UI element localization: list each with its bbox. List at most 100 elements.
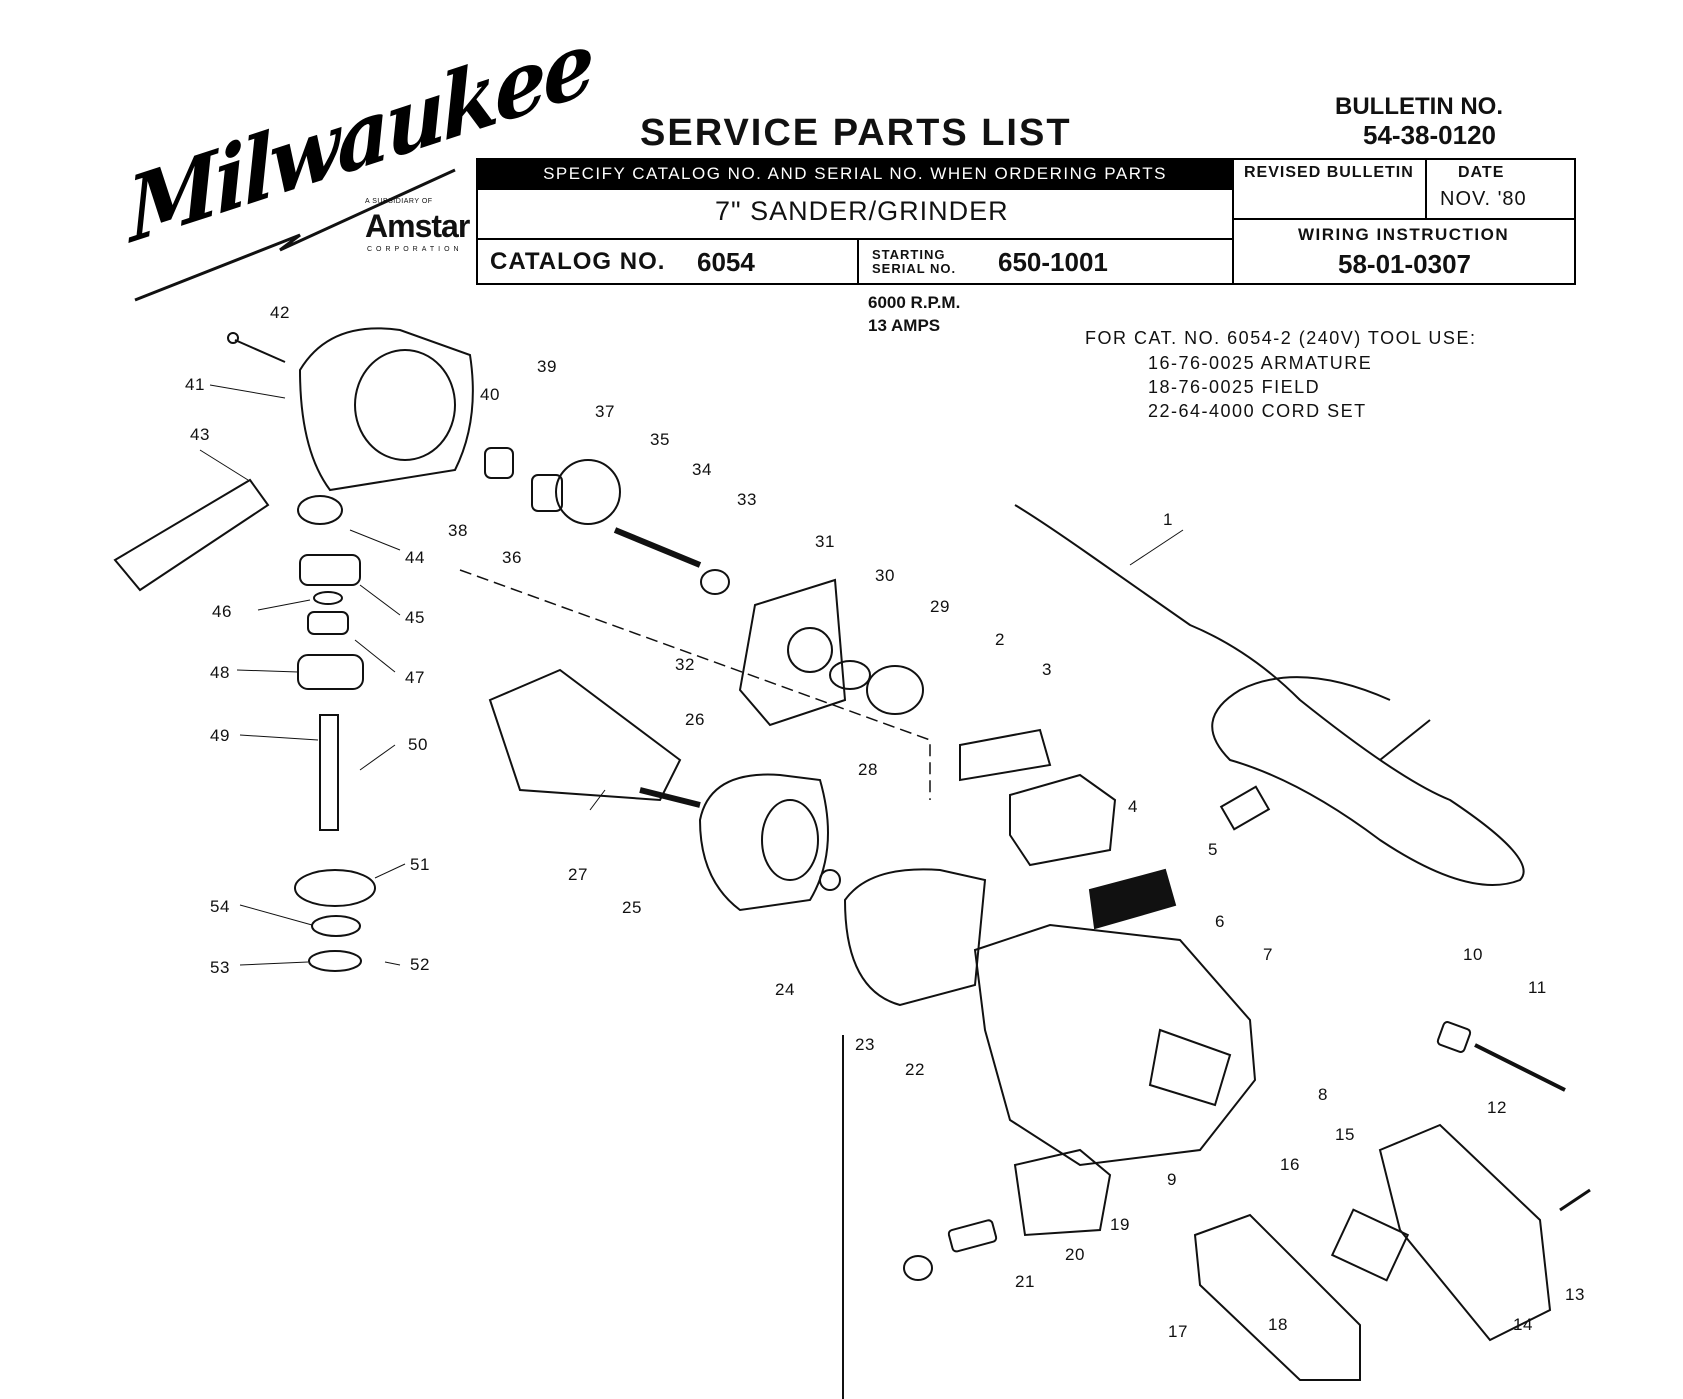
callout-part-47: 47 bbox=[405, 668, 425, 687]
callout-part-21: 21 bbox=[1015, 1272, 1035, 1291]
pinion-34 bbox=[613, 527, 702, 568]
callout-part-26: 26 bbox=[685, 710, 705, 729]
callout-part-35: 35 bbox=[650, 430, 670, 449]
date-value: NOV. '80 bbox=[1440, 188, 1527, 210]
retainer-plate-29 bbox=[866, 665, 924, 715]
callout-part-9: 9 bbox=[1167, 1170, 1177, 1189]
logo-subsidiary-line: A SUBSIDIARY OF bbox=[365, 198, 433, 205]
callout-part-48: 48 bbox=[210, 663, 230, 682]
callout-part-25: 25 bbox=[622, 898, 642, 917]
side-handle bbox=[113, 478, 270, 592]
page-title: SERVICE PARTS LIST bbox=[640, 112, 1072, 154]
note-line: 18-76-0025 FIELD bbox=[1148, 377, 1321, 397]
callout-part-23: 23 bbox=[855, 1035, 875, 1054]
callout-part-49: 49 bbox=[210, 726, 230, 745]
serial-label: STARTING SERIAL NO. bbox=[872, 248, 956, 276]
wiring-label: WIRING INSTRUCTION bbox=[1298, 225, 1510, 244]
callout-part-39: 39 bbox=[537, 357, 557, 376]
screw-42 bbox=[234, 339, 286, 363]
callout-part-28: 28 bbox=[858, 760, 878, 779]
needle-bearing-38 bbox=[484, 447, 514, 479]
table-divider bbox=[857, 240, 859, 285]
cap-21 bbox=[903, 1255, 933, 1281]
handle-halve-14 bbox=[1378, 1123, 1552, 1342]
callout-part-24: 24 bbox=[775, 980, 795, 999]
spiral-gear-35 bbox=[555, 459, 621, 525]
serial-label-line-1: STARTING bbox=[872, 247, 946, 262]
callout-part-54: 54 bbox=[210, 897, 230, 916]
date-label: DATE bbox=[1458, 164, 1505, 181]
callout-part-6: 6 bbox=[1215, 912, 1225, 931]
bearing-48 bbox=[297, 654, 364, 690]
callout-part-51: 51 bbox=[410, 855, 430, 874]
baffle-23 bbox=[843, 868, 987, 1007]
callout-part-18: 18 bbox=[1268, 1315, 1288, 1334]
callout-part-42: 42 bbox=[270, 303, 290, 322]
logo-lightning-icon bbox=[134, 168, 456, 302]
table-divider bbox=[1425, 158, 1427, 220]
flange-54 bbox=[311, 915, 361, 937]
callout-part-12: 12 bbox=[1487, 1098, 1507, 1117]
callout-part-10: 10 bbox=[1463, 945, 1483, 964]
callout-part-43: 43 bbox=[190, 425, 210, 444]
gear-housing-opening bbox=[354, 349, 456, 461]
callout-part-40: 40 bbox=[480, 385, 500, 404]
bearing-retainer-47 bbox=[307, 611, 349, 635]
revised-bulletin-label: REVISED BULLETIN bbox=[1244, 164, 1414, 181]
bearing-30 bbox=[829, 660, 871, 690]
callout-part-31: 31 bbox=[815, 532, 835, 551]
serial-number: 650-1001 bbox=[998, 247, 1108, 277]
callout-part-33: 33 bbox=[737, 490, 757, 509]
bearing-24 bbox=[819, 869, 841, 891]
callout-part-45: 45 bbox=[405, 608, 425, 627]
callout-part-7: 7 bbox=[1263, 945, 1273, 964]
handle-halve-17 bbox=[1193, 1213, 1361, 1381]
bearing-plate-51 bbox=[294, 869, 376, 907]
spindle-49 bbox=[319, 714, 339, 831]
callout-part-37: 37 bbox=[595, 402, 615, 421]
catalog-label: CATALOG NO. bbox=[490, 248, 666, 275]
wiring-number: 58-01-0307 bbox=[1338, 249, 1471, 279]
bevel-pinion bbox=[297, 495, 343, 525]
catalog-number: 6054 bbox=[697, 247, 755, 277]
plug bbox=[1379, 719, 1431, 761]
bearing-45 bbox=[299, 554, 361, 586]
brush-holder-19 bbox=[1013, 1148, 1112, 1237]
note-line: 16-76-0025 ARMATURE bbox=[1148, 353, 1373, 373]
retaining-ring-46 bbox=[313, 591, 343, 605]
callout-part-32: 32 bbox=[675, 655, 695, 674]
bulletin-number: 54-38-0120 bbox=[1363, 120, 1496, 150]
table-divider bbox=[476, 238, 1234, 240]
note-title: FOR CAT. NO. 6054-2 (240V) TOOL USE: bbox=[1085, 328, 1477, 348]
callout-part-5: 5 bbox=[1208, 840, 1218, 859]
product-name: 7" SANDER/GRINDER bbox=[715, 196, 1009, 226]
callout-part-19: 19 bbox=[1110, 1215, 1130, 1234]
callout-part-1: 1 bbox=[1163, 510, 1173, 529]
callout-part-36: 36 bbox=[502, 548, 522, 567]
callout-part-16: 16 bbox=[1280, 1155, 1300, 1174]
serial-label-line-2: SERIAL NO. bbox=[872, 261, 957, 276]
cord-set-1 bbox=[1014, 504, 1525, 886]
nameplate-4 bbox=[1088, 868, 1177, 930]
screw-13 bbox=[1559, 1188, 1591, 1212]
motor-housing-7 bbox=[973, 923, 1257, 1167]
gear-housing bbox=[298, 327, 474, 492]
brush-20 bbox=[947, 1219, 998, 1253]
callout-part-30: 30 bbox=[875, 566, 895, 585]
callout-part-14: 14 bbox=[1513, 1315, 1533, 1334]
switch-16 bbox=[1330, 1208, 1410, 1282]
bearing-plate-31 bbox=[738, 578, 847, 727]
bearing-33 bbox=[700, 569, 730, 595]
callout-part-41: 41 bbox=[185, 375, 205, 394]
callout-part-13: 13 bbox=[1565, 1285, 1585, 1304]
callout-part-34: 34 bbox=[692, 460, 712, 479]
callout-part-17: 17 bbox=[1168, 1322, 1188, 1341]
callout-part-52: 52 bbox=[410, 955, 430, 974]
callout-part-2: 2 bbox=[995, 630, 1005, 649]
callout-part-46: 46 bbox=[212, 602, 232, 621]
logo-parent: Amstar bbox=[365, 208, 470, 244]
table-divider bbox=[1232, 158, 1234, 285]
callout-part-4: 4 bbox=[1128, 797, 1138, 816]
sleeve-36 bbox=[531, 474, 563, 512]
callout-part-3: 3 bbox=[1042, 660, 1052, 679]
